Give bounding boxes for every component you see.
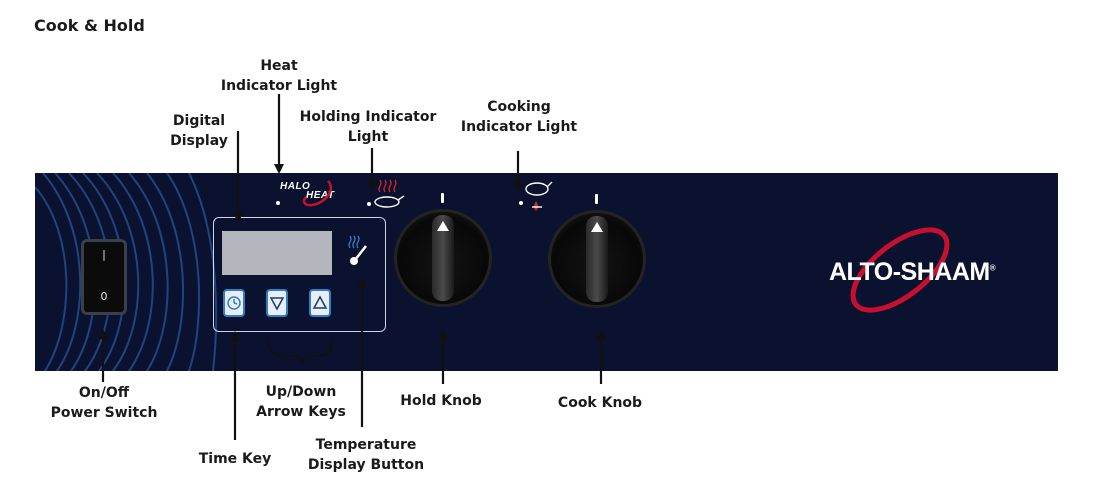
arrow-keys-label: Up/Down Arrow Keys [251, 382, 351, 422]
triangle-up-icon [312, 295, 328, 309]
switch-on-mark: | [102, 248, 106, 261]
pointer-triangle-icon [591, 222, 603, 232]
cook-knob[interactable] [548, 210, 646, 308]
alto-shaam-swoosh [850, 227, 950, 313]
heat-indicator-label-line1: Heat [260, 58, 298, 74]
time-key[interactable] [223, 289, 245, 317]
holding-indicator-label-line2: Light [347, 129, 389, 145]
cooking-chicken-icon [525, 181, 553, 211]
cooking-indicator-label-line1: Cooking [487, 99, 551, 115]
hold-knob-grip [432, 215, 454, 301]
power-switch-label-line1: On/Off [78, 385, 130, 401]
holding-indicator-label: Holding Indicator Light [296, 107, 440, 147]
heat-indicator-light [276, 201, 280, 205]
up-arrow-key[interactable] [309, 289, 331, 317]
holding-indicator-label-line1: Holding Indicator [299, 109, 437, 125]
temperature-button-label-line2: Display Button [307, 457, 425, 473]
cook-knob-grip [586, 216, 608, 302]
arrow-keys-label-line2: Arrow Keys [256, 404, 346, 420]
switch-off-mark: 0 [100, 290, 108, 303]
heat-indicator-label-line2: Indicator Light [220, 78, 338, 94]
heat-indicator-label: Heat Indicator Light [219, 56, 339, 96]
digital-display [222, 231, 332, 275]
digital-display-label-line2: Display [170, 133, 228, 149]
halo-heat-logo: HALO HEAT [280, 181, 334, 201]
cook-knob-label: Cook Knob [557, 395, 643, 411]
power-switch-label-line2: Power Switch [50, 405, 158, 421]
control-keypad [213, 217, 386, 332]
cook-knob-tick [595, 194, 598, 204]
power-switch-label: On/Off Power Switch [44, 383, 164, 423]
page-title: Cook & Hold [34, 16, 145, 35]
digital-display-label: Digital Display [159, 111, 239, 151]
hold-knob-label: Hold Knob [400, 393, 482, 409]
triangle-down-icon [269, 297, 285, 311]
clock-icon [227, 296, 241, 310]
arrow-keys-label-line1: Up/Down [265, 384, 337, 400]
holding-indicator-light [367, 202, 371, 206]
halo-swoosh-icon [302, 180, 333, 207]
holding-chicken-icon [374, 179, 405, 208]
temperature-button-label: Temperature Display Button [300, 435, 432, 475]
hold-knob[interactable] [394, 209, 492, 307]
hold-knob-tick [441, 193, 444, 203]
arrow-keys-brace [266, 340, 334, 366]
control-panel: | 0 [35, 173, 1058, 371]
power-switch[interactable]: | 0 [81, 239, 127, 315]
cooking-indicator-label: Cooking Indicator Light [459, 97, 579, 137]
pointer-triangle-icon [437, 221, 449, 231]
halo-text: HALO [280, 181, 311, 192]
digital-display-label-line1: Digital [172, 113, 226, 129]
temperature-button-label-line1: Temperature [315, 437, 417, 453]
heat-text: HEAT [306, 190, 335, 201]
down-arrow-key[interactable] [266, 289, 288, 317]
cooking-indicator-label-line2: Indicator Light [460, 119, 578, 135]
time-key-label: Time Key [198, 451, 272, 467]
thermometer-icon [348, 235, 367, 265]
brand-mark: ® [989, 263, 996, 273]
brand-text: ALTO-SHAAM [829, 258, 990, 286]
alto-shaam-logo: ALTO-SHAAM® [829, 258, 996, 287]
cooking-indicator-light [519, 201, 523, 205]
temperature-display-button[interactable] [348, 234, 370, 268]
